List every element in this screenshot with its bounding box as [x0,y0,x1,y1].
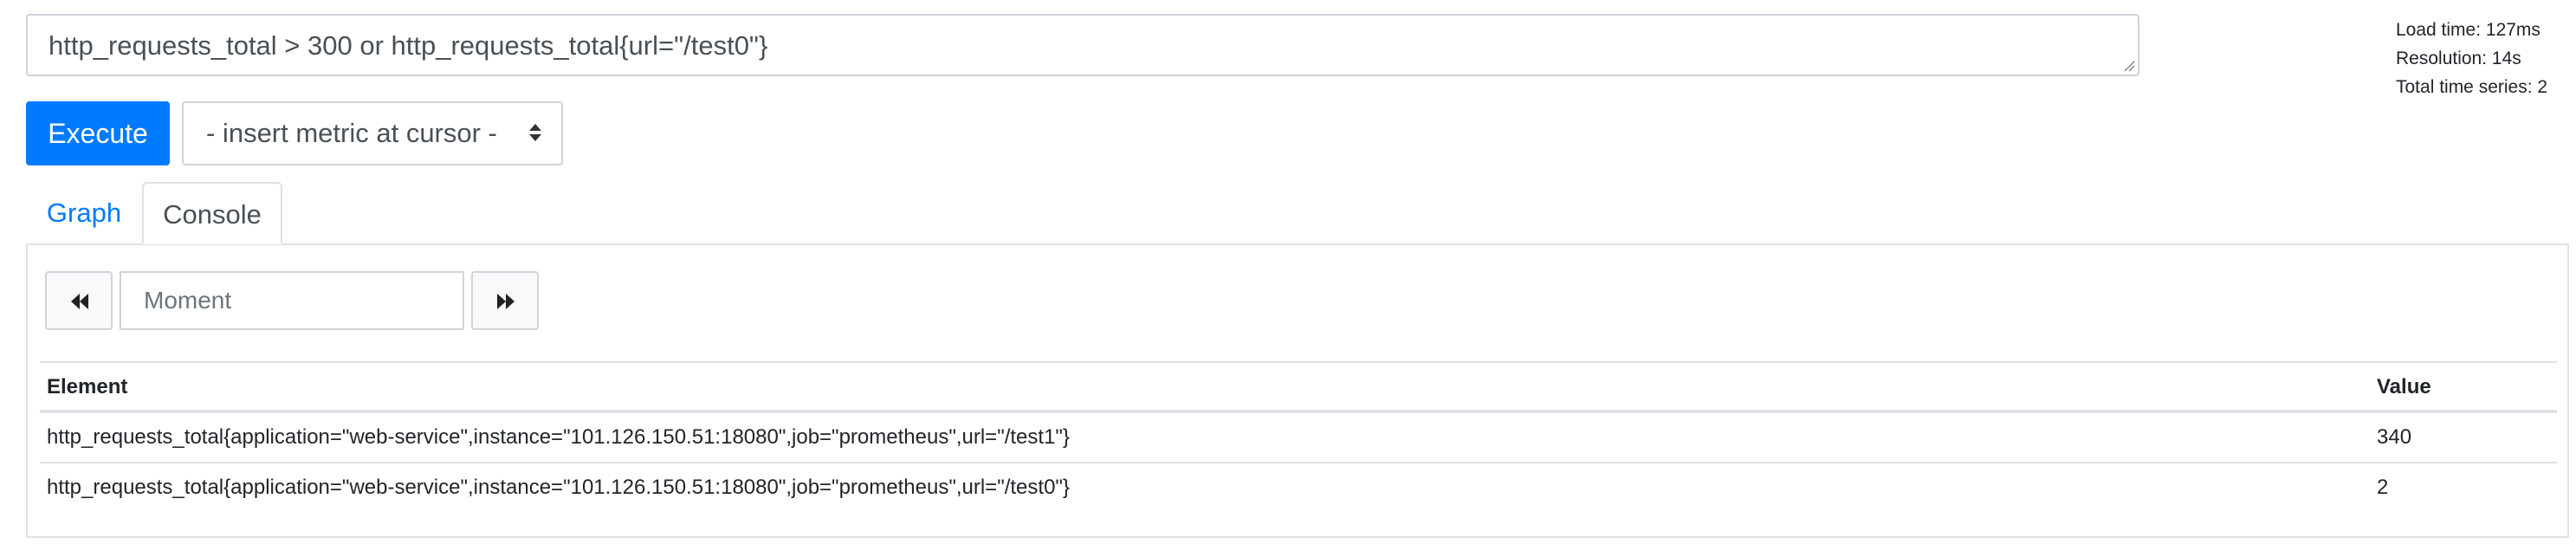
load-time-stat: Load time: 127ms [2396,20,2540,40]
insert-metric-select-value: - insert metric at cursor - [206,118,497,148]
time-forward-button[interactable] [471,271,539,330]
select-updown-icon [529,124,541,141]
moment-input[interactable]: Moment [120,271,464,330]
row-value-cell: 340 [2377,425,2412,449]
view-tabs: Graph Console [26,182,2569,244]
execute-button[interactable]: Execute [26,101,170,165]
tab-console[interactable]: Console [142,182,282,244]
results-table: Element Value http_requests_total{applic… [40,361,2557,512]
resolution-stat: Resolution: 14s [2396,49,2521,68]
row-element-cell: http_requests_total{application="web-ser… [47,476,1070,499]
column-header-element: Element [47,375,128,398]
table-row: http_requests_total{application="web-ser… [40,411,2557,462]
fast-forward-icon [497,294,515,309]
row-value-cell: 2 [2377,476,2389,499]
resize-grip-icon[interactable] [2123,60,2135,72]
table-header-row: Element Value [40,361,2557,411]
column-header-value: Value [2377,375,2431,398]
query-stats: Load time: 127ms Resolution: 14s Total t… [2396,16,2547,101]
tab-graph[interactable]: Graph [46,198,122,228]
table-row: http_requests_total{application="web-ser… [40,462,2557,512]
fast-backward-icon [71,294,88,309]
time-back-button[interactable] [45,271,113,330]
query-expression-input[interactable]: http_requests_total > 300 or http_reques… [26,14,2139,76]
row-element-cell: http_requests_total{application="web-ser… [47,425,1070,449]
insert-metric-select[interactable]: - insert metric at cursor - [182,101,563,165]
total-series-stat: Total time series: 2 [2396,77,2548,97]
query-expression-text: http_requests_total > 300 or http_reques… [49,30,768,61]
console-panel: Moment Element Value http_requests_total… [26,243,2569,538]
